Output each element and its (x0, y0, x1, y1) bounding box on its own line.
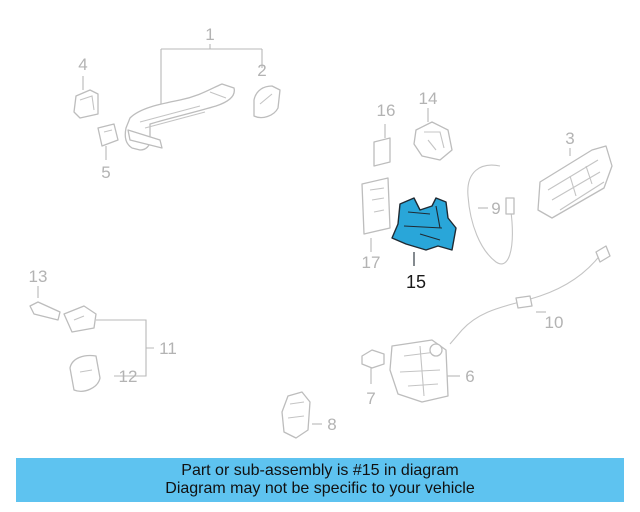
callout-1: 1 (205, 25, 214, 44)
callout-8: 8 (327, 415, 336, 434)
callout-4: 4 (78, 55, 87, 74)
part-15-highlighted (391, 197, 457, 266)
part-7-screw (361, 349, 385, 384)
part-14-bracket (413, 108, 453, 161)
part-16-pad (373, 124, 391, 167)
callout-15: 15 (406, 272, 426, 292)
callout-5: 5 (101, 163, 110, 182)
info-banner: Part or sub-assembly is #15 in diagram D… (16, 458, 624, 502)
banner-line-2: Diagram may not be specific to your vehi… (165, 480, 475, 497)
callout-13: 13 (29, 267, 48, 286)
callout-3: 3 (565, 129, 574, 148)
part-17-pad (361, 177, 391, 252)
callout-11: 11 (159, 339, 177, 358)
banner-line-1: Part or sub-assembly is #15 in diagram (181, 462, 459, 479)
part-6-latch (389, 339, 460, 403)
part-5-pad (97, 123, 119, 160)
callout-14: 14 (419, 89, 438, 108)
callout-17: 17 (362, 253, 381, 272)
callout-12: 12 (119, 367, 138, 386)
part-8-bracket (281, 391, 322, 439)
part-13-screw (29, 286, 61, 321)
callout-6: 6 (465, 367, 474, 386)
part-2-handle-cover (253, 85, 281, 119)
part-12-pad (69, 354, 101, 392)
part-10-cable (449, 245, 611, 345)
part-9-cable (467, 164, 515, 265)
callout-9: 9 (491, 199, 500, 218)
callout-16: 16 (377, 101, 396, 120)
callout-7: 7 (366, 389, 375, 408)
part-11-bracket (63, 305, 154, 377)
callout-2: 2 (257, 61, 266, 80)
callout-10: 10 (545, 313, 564, 332)
part-3-handle-bracket (537, 145, 613, 219)
part-4-bracket (73, 76, 99, 119)
part-1-outside-handle (124, 44, 263, 151)
